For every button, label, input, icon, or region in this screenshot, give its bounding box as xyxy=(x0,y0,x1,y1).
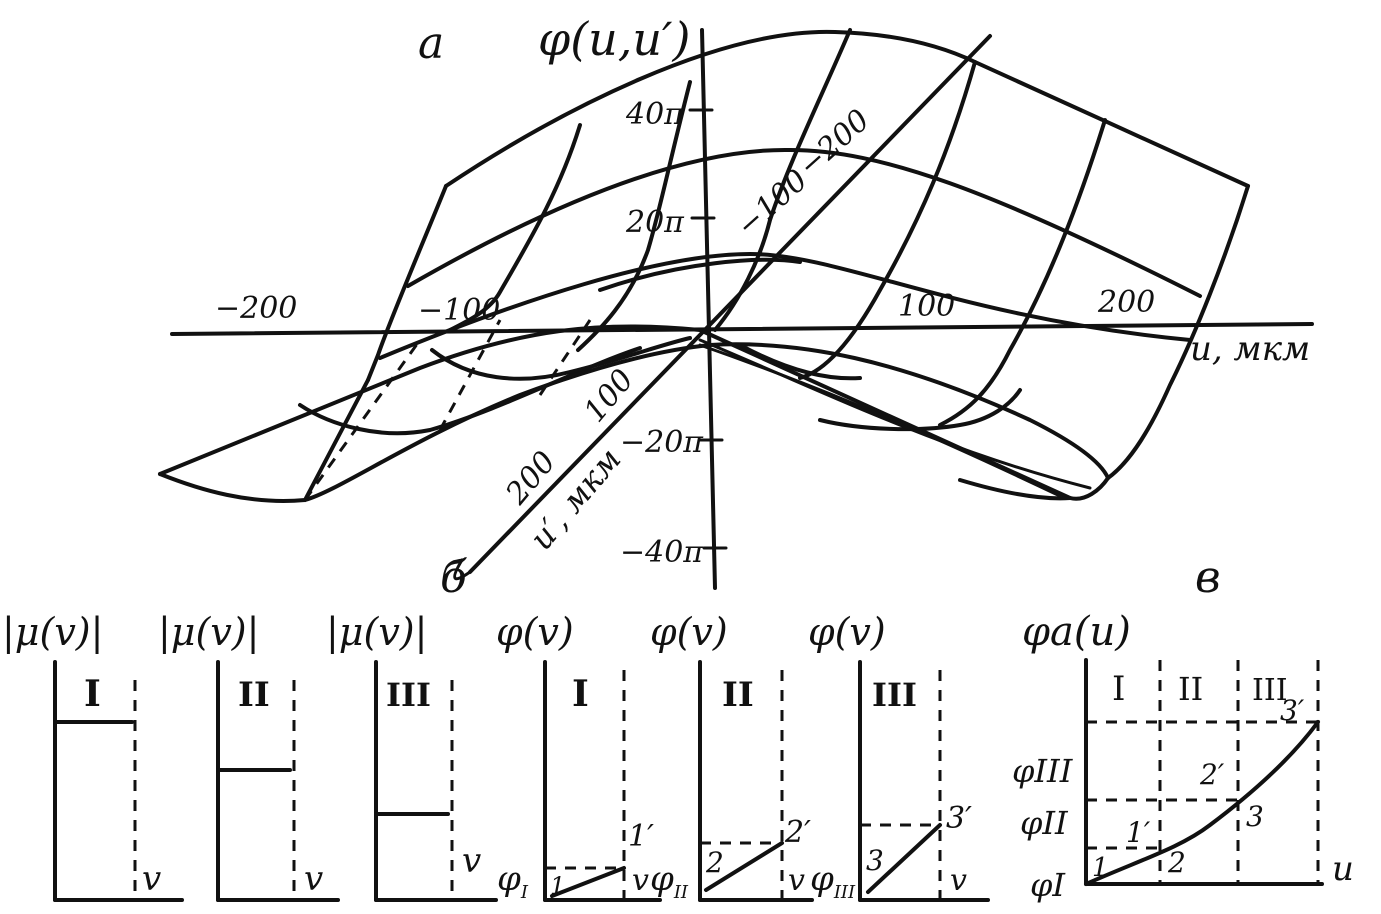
mu-graph-ylabel: |μ(v)| xyxy=(326,610,427,654)
v-axis-label: v xyxy=(462,841,481,881)
surface-lower-ripple-1 xyxy=(298,346,642,436)
v-axis-label: v xyxy=(142,859,161,899)
surface-lower-ripple-7 xyxy=(698,338,1092,490)
phi-point-start: 1 xyxy=(550,872,565,900)
surface-lower-dashed-1 xyxy=(303,339,422,501)
surface-contour-low xyxy=(378,252,1192,360)
phi-graph-I: φ(v) I 1 1′ v φI xyxy=(496,610,662,903)
region-label: II xyxy=(238,675,270,715)
u-axis-label: u, мкм xyxy=(1190,329,1310,369)
phi-graph-ylabel: φ(v) xyxy=(650,610,728,654)
surface-lower-ripple-5 xyxy=(958,478,1072,501)
surface-left-edge xyxy=(366,184,448,382)
surface-top-edge xyxy=(444,29,1250,188)
phi-ramp-line xyxy=(866,823,942,894)
u-prime-tick-minus-200: −200 xyxy=(792,103,877,184)
u-prime-axis-hook xyxy=(453,558,472,581)
panel-a-tag: a xyxy=(418,18,444,69)
phi-ramp-line xyxy=(704,841,784,892)
z-tick-minus-20pi: −20π xyxy=(620,425,704,460)
z-tick-40pi: 40π xyxy=(625,97,685,132)
z-tick-minus-40pi: −40π xyxy=(620,535,704,570)
surface-lower-dashed-2 xyxy=(438,319,502,431)
panel-a-surface-plot: a φ(u,u′) 40π 20π −20π −40π −200 −100 10… xyxy=(158,12,1314,603)
phi-point-end: 1′ xyxy=(628,819,654,854)
phi-graph-III: φ(v) III 3 3′ v φIII xyxy=(808,610,990,903)
surface-meridian xyxy=(938,118,1107,427)
u-prime-axis xyxy=(468,34,992,574)
v-axis-label: v xyxy=(788,863,805,898)
phi-graph-ylabel: φ(v) xyxy=(808,610,886,654)
phi-level-label: φI xyxy=(497,859,529,903)
surface-meridian xyxy=(448,123,582,332)
surface-meridian xyxy=(798,60,977,380)
point-1: 1 xyxy=(1092,853,1109,883)
region-label: III xyxy=(872,676,917,714)
surface-lower-back-edge xyxy=(158,324,1110,501)
u-tick-minus-200: −200 xyxy=(215,291,297,326)
surface-lower-ripple-3 xyxy=(738,343,862,381)
mu-graph-III: |μ(v)| III v xyxy=(326,610,498,902)
point-1-prime: 1′ xyxy=(1126,816,1151,849)
mu-graph-ylabel: |μ(v)| xyxy=(158,610,259,654)
region-label-III: III xyxy=(1252,673,1288,708)
v-axis-label: v xyxy=(304,859,323,899)
phi-graph-ylabel: φ(v) xyxy=(496,610,574,654)
panel-c-ylabel: φa(u) xyxy=(1022,609,1131,655)
panel-b-graphs: |μ(v)| I v |μ(v)| II v |μ(v)| III v xyxy=(2,610,990,903)
phi-a-curve xyxy=(1084,720,1320,886)
mu-graph-ylabel: |μ(v)| xyxy=(2,610,103,654)
panel-c-graph: в φa(u) I II III φI φII φIII 1 1′ 2 2′ 3… xyxy=(1012,552,1354,904)
region-label-I: I xyxy=(1112,669,1125,709)
surface-right-edge xyxy=(1106,184,1250,480)
region-label: III xyxy=(386,676,431,714)
point-3: 3 xyxy=(1246,800,1264,833)
surface-contour-mid xyxy=(406,147,1202,298)
point-3-prime: 3′ xyxy=(1280,694,1305,727)
phi-point-start: 3 xyxy=(866,844,884,877)
region-label: I xyxy=(572,673,589,715)
surface-lower-ripple-2 xyxy=(430,336,692,381)
panel-b-tag: б xyxy=(440,552,467,603)
panel-c-tag: в xyxy=(1195,552,1221,603)
point-2: 2 xyxy=(1167,846,1186,879)
z-axis xyxy=(700,28,717,590)
level-label-phi-I: φI xyxy=(1030,866,1066,904)
phi-ramp-line xyxy=(550,866,626,898)
phi-point-end: 3′ xyxy=(946,801,972,836)
z-axis-label: φ(u,u′) xyxy=(538,12,690,66)
level-label-phi-II: φII xyxy=(1020,804,1069,842)
phi-point-start: 2 xyxy=(705,846,724,879)
surface-lower-meridian xyxy=(303,378,370,502)
u-tick-minus-100: −100 xyxy=(418,293,500,328)
level-label-phi-III: φIII xyxy=(1012,752,1074,790)
u-tick-200: 200 xyxy=(1097,285,1155,320)
mu-graph-I: |μ(v)| I v xyxy=(2,610,184,902)
surface-contour-inner xyxy=(598,257,802,292)
surface-lower-ripple-6 xyxy=(698,343,1062,498)
v-axis-label: v xyxy=(632,863,649,898)
phi-point-end: 2′ xyxy=(784,815,811,850)
phi-level-label: φIII xyxy=(810,859,856,903)
u-axis xyxy=(170,322,1314,336)
mu-graph-II: |μ(v)| II v xyxy=(158,610,340,902)
point-2-prime: 2′ xyxy=(1199,758,1225,791)
phi-level-label: φII xyxy=(650,859,689,903)
region-label-II: II xyxy=(1178,670,1203,708)
surface-lower-dashed-3 xyxy=(538,319,592,396)
phi-graph-II: φ(v) II 2 2′ v φII xyxy=(650,610,814,903)
v-axis-label: v xyxy=(950,863,967,898)
panel-c-xlabel: u xyxy=(1332,849,1354,889)
region-label: II xyxy=(722,675,754,715)
surface-lower-ripple-4 xyxy=(818,388,1022,432)
region-label: I xyxy=(84,673,101,715)
surface-meridian xyxy=(713,28,852,332)
